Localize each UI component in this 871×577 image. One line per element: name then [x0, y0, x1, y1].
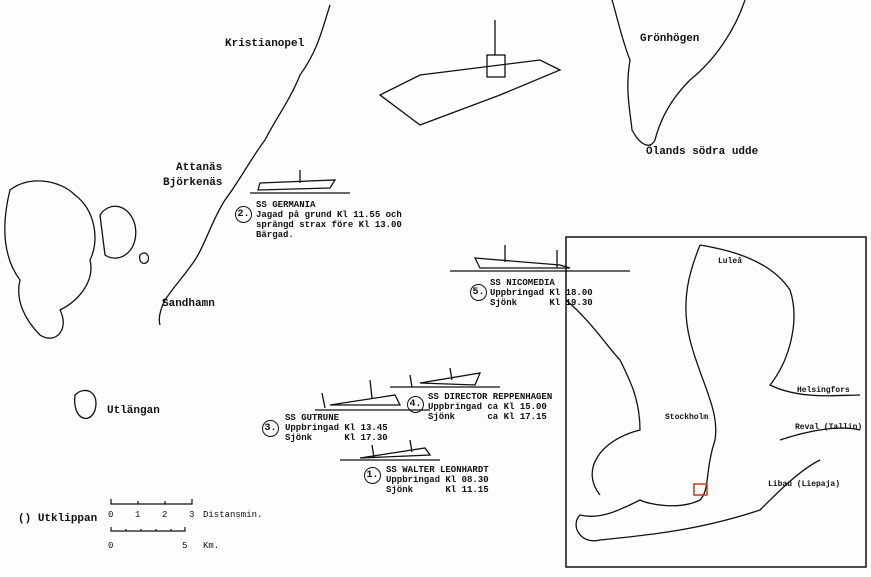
ship-number-2: 2. [235, 206, 252, 223]
inset-highlight-box [693, 483, 708, 496]
nm-tick-1: 1 [135, 510, 141, 520]
ship-number-3: 3. [262, 420, 279, 437]
ship-germania [250, 170, 350, 194]
label-utlangan: Utlängan [107, 405, 160, 417]
inset-baltic-map [565, 236, 867, 568]
inset-label-stockholm: Stockholm [665, 413, 709, 422]
label-sandhamn: Sandhamn [162, 298, 215, 310]
scale-bars [110, 499, 193, 532]
inset-label-lulea: Luleå [718, 257, 743, 266]
nm-tick-2: 2 [162, 510, 168, 520]
swedish-coastline [158, 4, 331, 326]
nm-unit: Distansmin. [203, 510, 263, 520]
label-bjorkenas: Björkenäs [163, 177, 223, 189]
label-attanas: Attanäs [176, 162, 223, 174]
archipelago [4, 180, 96, 339]
ship-nicomedia [450, 245, 630, 272]
island-icon: () [18, 513, 32, 525]
ship-number-5: 5. [470, 284, 487, 301]
label-olands-sodra-udde: Ölands södra udde [646, 146, 759, 158]
ship-number-1: 1. [364, 467, 381, 484]
label-gronhogen: Grönhögen [640, 33, 700, 45]
inset-label-libau: Libau (Liepaja) [768, 480, 841, 489]
km-unit: Km. [203, 541, 220, 551]
ship-number-4: 4. [407, 396, 424, 413]
inset-label-helsingfors: Helsingfors [797, 386, 850, 395]
label-utklippan: () Utklippan [18, 513, 98, 525]
km-tick-5: 5 [182, 541, 188, 551]
nm-tick-3: 3 [189, 510, 195, 520]
label-kristianopel: Kristianopel [225, 38, 305, 50]
oland-coastline [611, 0, 746, 146]
km-tick-0: 0 [108, 541, 114, 551]
ship-walter-leonhardt [340, 439, 440, 461]
ship-reppenhagen [390, 367, 500, 388]
inset-label-reval: Reval (Tallin) [795, 423, 863, 432]
nm-tick-0: 0 [108, 510, 114, 520]
submarine-drawing [378, 20, 562, 126]
